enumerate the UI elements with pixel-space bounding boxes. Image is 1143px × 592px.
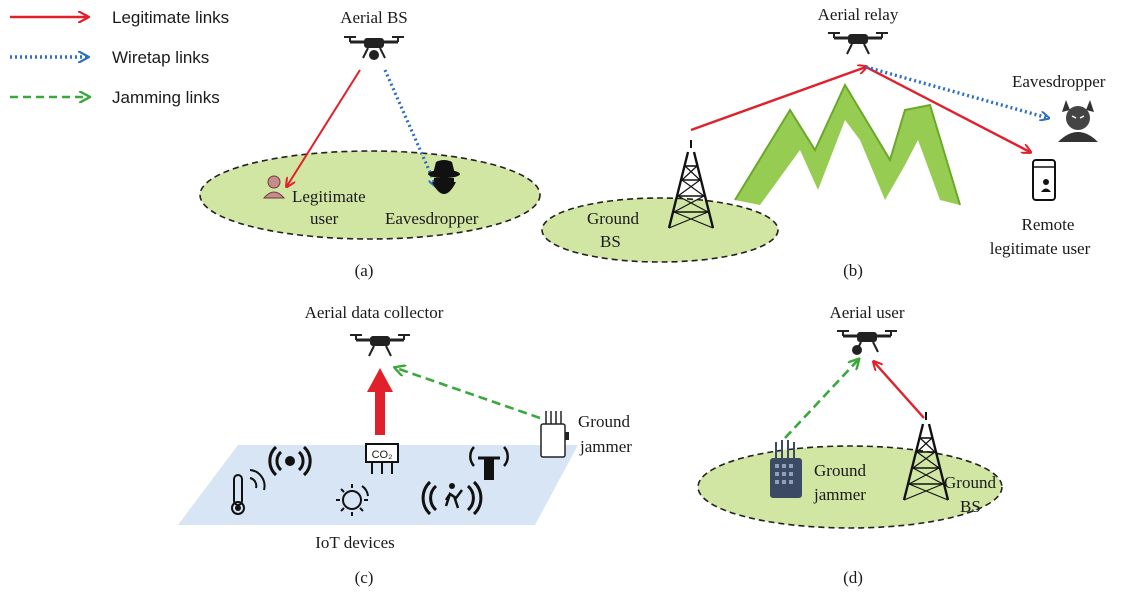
signal-broadcast-icon (268, 445, 312, 477)
legend-jamming-label: Jamming links (112, 88, 220, 107)
ground-bs-label-b-2: BS (600, 232, 621, 251)
ground-zone-b (541, 197, 779, 263)
caption-d: (d) (843, 568, 863, 587)
ground-jammer-icon-c (540, 411, 569, 458)
remote-user-label-2: legitimate user (990, 239, 1091, 258)
light-sensor-icon (336, 484, 369, 516)
legitimate-user-label-2: user (310, 209, 339, 228)
aerial-user-label: Aerial user (829, 303, 904, 322)
legitimate-user-icon (262, 175, 286, 199)
aerial-bs-label: Aerial BS (340, 8, 408, 27)
remote-user-label-1: Remote (1022, 215, 1075, 234)
antenna-tower-icon (469, 446, 509, 480)
jamming-link-c (396, 368, 541, 420)
legitimate-link-d (874, 362, 925, 419)
ground-jammer-label-d-1: Ground (814, 461, 866, 480)
mountains-icon (734, 82, 961, 206)
caption-c: (c) (355, 568, 374, 587)
aerial-relay-drone-icon (826, 31, 890, 56)
aerial-data-collector-label: Aerial data collector (305, 303, 444, 322)
ground-jammer-label-c-2: jammer (579, 437, 632, 456)
aerial-user-drone-icon (835, 329, 899, 355)
eavesdropper-label-b: Eavesdropper (1012, 72, 1106, 91)
caption-a: (a) (355, 261, 374, 280)
eavesdropper-label-a: Eavesdropper (385, 209, 479, 228)
co2-sensor-icon: CO₂ (365, 443, 399, 474)
panel-c: Aerial data collector Ground jammer (178, 303, 632, 587)
aerial-relay-label: Aerial relay (818, 5, 899, 24)
co2-label: CO₂ (372, 449, 393, 461)
panel-b: Aerial relay Ground BS Eavesdropper (541, 5, 1106, 280)
wiretap-link-a (383, 69, 436, 186)
legend: Legitimate links Wiretap links Jamming l… (10, 8, 229, 107)
legend-legitimate-label: Legitimate links (112, 8, 229, 27)
legend-wiretap-label: Wiretap links (112, 48, 209, 67)
legitimate-link-c (367, 368, 393, 435)
jamming-link-d (784, 360, 858, 439)
panel-d: Aerial user Ground jammer Ground BS (d (697, 303, 1003, 587)
wiretap-link-b (865, 65, 1048, 118)
ground-jammer-icon-d (770, 440, 802, 498)
panel-a: Aerial BS Legitimate user Eavesdropper (… (199, 8, 541, 280)
devil-eavesdropper-icon (1058, 100, 1098, 142)
legitimate-user-label-1: Legitimate (292, 187, 366, 206)
ground-bs-label-b-1: Ground (587, 209, 639, 228)
ground-jammer-label-c-1: Ground (578, 412, 630, 431)
ground-zone-a (199, 150, 541, 240)
caption-b: (b) (843, 261, 863, 280)
ground-bs-label-d-1: Ground (944, 473, 996, 492)
iot-devices-label: IoT devices (315, 533, 394, 552)
legitimate-link-a (287, 69, 361, 186)
data-collector-drone-icon (348, 333, 412, 358)
motion-sensor-icon (421, 480, 483, 516)
legitimate-link-b-downlink (865, 65, 1030, 152)
legitimate-link-b-uplink (690, 67, 866, 132)
aerial-bs-drone-icon (342, 35, 406, 60)
smartphone-icon (1032, 159, 1056, 201)
eavesdropper-spy-icon (428, 160, 460, 194)
ground-bs-label-d-2: BS (960, 497, 981, 516)
ground-jammer-label-d-2: jammer (813, 485, 866, 504)
thermometer-icon (231, 469, 266, 515)
